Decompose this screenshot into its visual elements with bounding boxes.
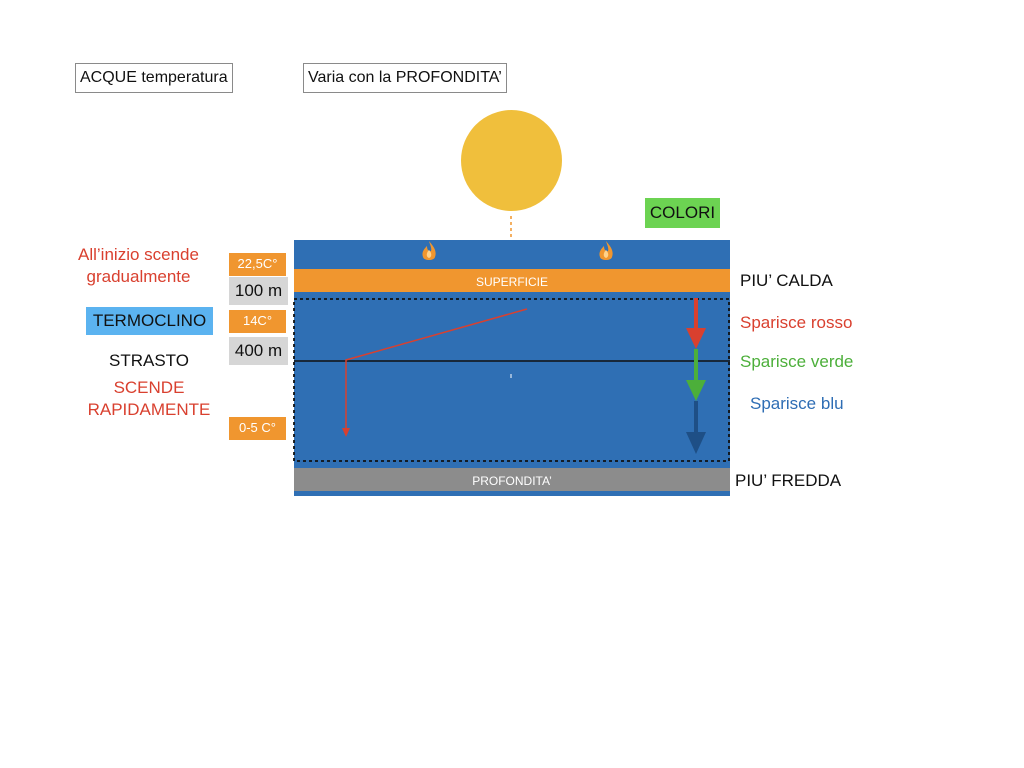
green-arrow-head xyxy=(686,380,706,401)
temp-mid-text: 14C° xyxy=(242,313,273,328)
strato-text: STRASTO xyxy=(109,351,189,370)
rapid-label: SCENDE RAPIDAMENTE xyxy=(80,377,218,421)
colori-tag: COLORI xyxy=(645,198,720,228)
warm-label: PIU’ CALDA xyxy=(740,271,833,291)
rapid-line-1: SCENDE xyxy=(113,378,185,397)
green-loss-label: Sparisce verde xyxy=(740,352,853,372)
temp-top-tag: 22,5C° xyxy=(229,253,286,276)
temp-bottom-text: 0-5 C° xyxy=(239,420,276,435)
strato-label: STRASTO xyxy=(109,351,189,371)
deep-band-text: PROFONDITA’ xyxy=(472,474,552,488)
gradual-line-1: All’inizio scende xyxy=(78,245,199,264)
termoclino-text: TERMOCLINO xyxy=(92,311,207,330)
termoclino-box xyxy=(293,298,730,462)
colori-label: COLORI xyxy=(649,203,716,222)
deep-band xyxy=(294,468,730,491)
red-arrow-head xyxy=(686,328,706,349)
sun-icon xyxy=(461,110,562,211)
depth-400-text: 400 m xyxy=(234,341,283,360)
blue-loss-label: Sparisce blu xyxy=(750,394,844,414)
depth-100-tag: 100 m xyxy=(229,277,288,305)
bottom-water xyxy=(294,491,730,496)
warm-text: PIU’ CALDA xyxy=(740,271,833,290)
green-loss-text: Sparisce verde xyxy=(740,352,854,371)
temperature-curve-arrowhead xyxy=(342,428,350,437)
cold-label: PIU’ FREDDA xyxy=(735,471,841,491)
deep-water xyxy=(294,292,730,468)
termoclino-tag: TERMOCLINO xyxy=(86,307,213,335)
flame-icon xyxy=(422,241,436,260)
depth-100-text: 100 m xyxy=(234,281,283,300)
subtitle-text: Varia con la PROFONDITA’ xyxy=(308,69,502,86)
blue-arrow-head xyxy=(686,432,706,454)
temp-top-text: 22,5C° xyxy=(237,256,278,271)
blue-loss-text: Sparisce blu xyxy=(750,394,844,413)
subtitle-box: Varia con la PROFONDITA’ xyxy=(303,63,507,93)
red-loss-text: Sparisce rosso xyxy=(740,313,853,332)
red-loss-label: Sparisce rosso xyxy=(740,313,852,333)
rapid-line-2: RAPIDAMENTE xyxy=(87,400,211,419)
surface-band-text: SUPERFICIE xyxy=(475,275,548,289)
title-text: ACQUE temperatura xyxy=(80,69,228,86)
deep-band-label: PROFONDITA’ xyxy=(294,474,730,488)
flame-icon xyxy=(599,241,613,260)
title-box: ACQUE temperatura xyxy=(75,63,233,93)
surface-band xyxy=(294,269,730,292)
temp-mid-tag: 14C° xyxy=(229,310,286,333)
surface-water xyxy=(294,240,730,269)
temperature-curve xyxy=(345,308,528,430)
gradual-line-2: gradualmente xyxy=(86,267,191,286)
cold-text: PIU’ FREDDA xyxy=(735,471,842,490)
temp-bottom-tag: 0-5 C° xyxy=(229,417,286,440)
gradual-label: All’inizio scende gradualmente xyxy=(60,244,217,288)
surface-band-label: SUPERFICIE xyxy=(294,275,730,289)
depth-400-tag: 400 m xyxy=(229,337,288,365)
